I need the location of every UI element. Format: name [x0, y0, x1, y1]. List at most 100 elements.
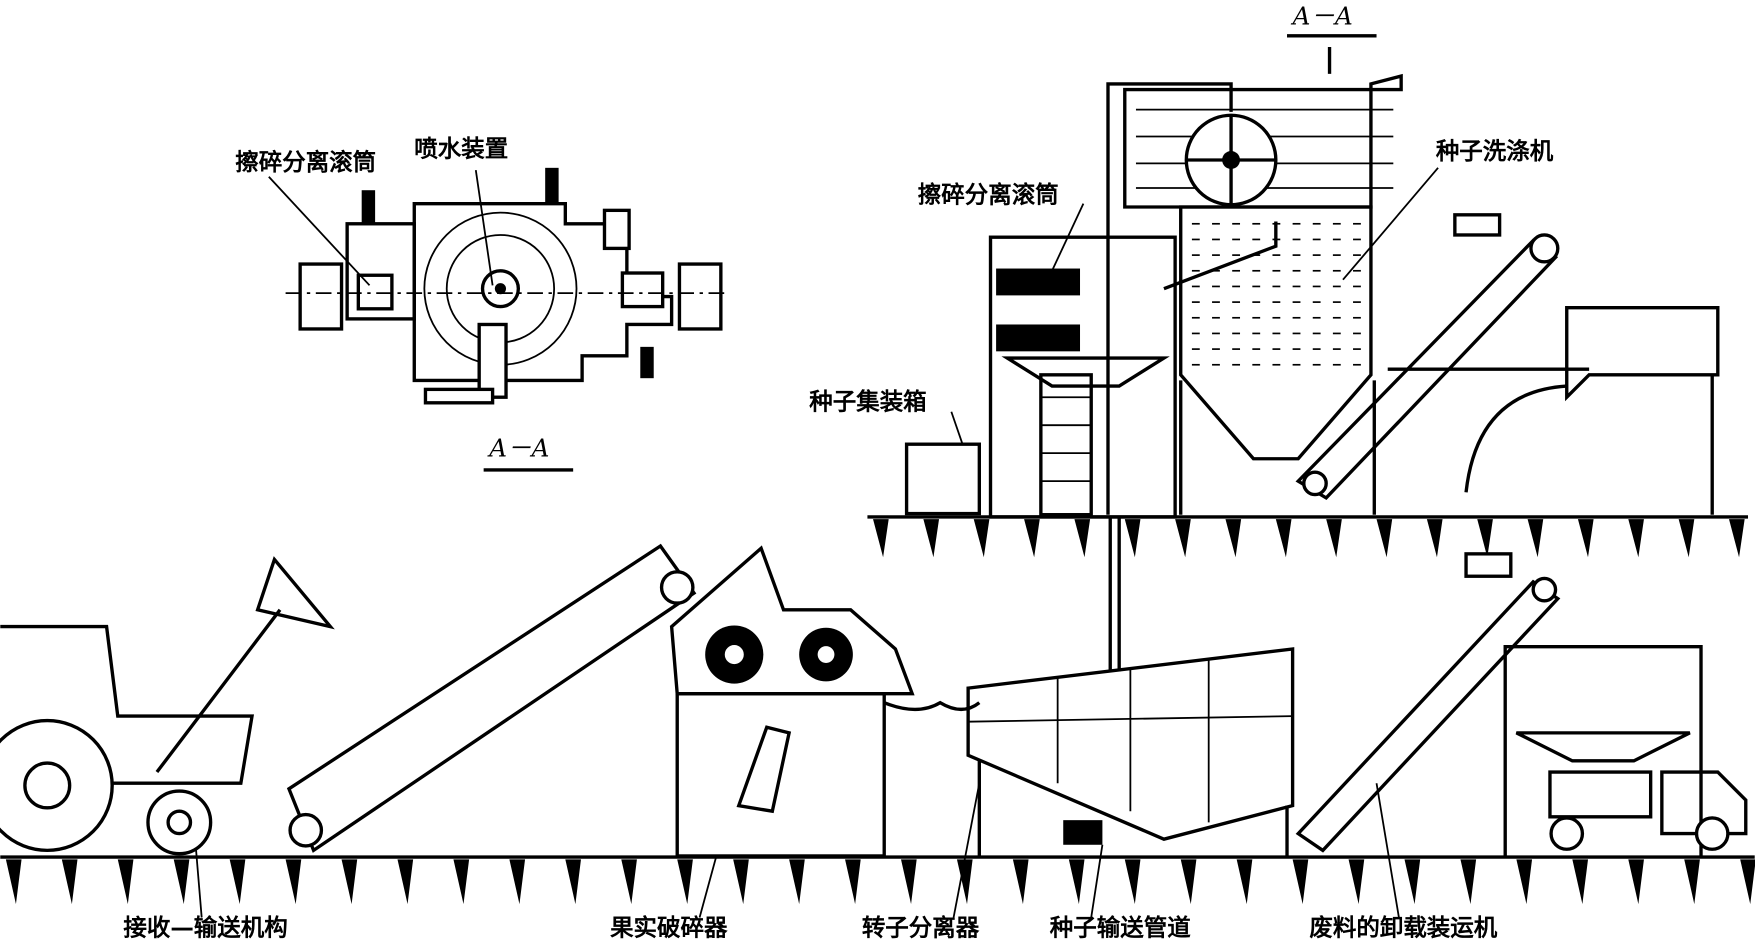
outlet-nozzle [423, 387, 495, 405]
left-pulley [298, 262, 344, 331]
right-pulley [677, 262, 723, 331]
waste-tank-pipe [1464, 384, 1567, 493]
water-dashes [1191, 222, 1361, 366]
upper-plant: A－A [809, 2, 1720, 519]
ground-hatch-mark [1225, 519, 1242, 558]
waste-bin-hopper [1515, 731, 1691, 763]
receiving-conveyor-tractor [0, 543, 697, 856]
spray-box [602, 208, 631, 251]
drum-hopper [1001, 356, 1170, 388]
label-upper-drum: 擦碎分离滚筒 [918, 181, 1059, 209]
ground-hatch-mark [845, 859, 861, 905]
ground-hatch-mark [1326, 519, 1342, 558]
ground-hatch-mark [1275, 519, 1292, 558]
tractor-body [0, 624, 255, 785]
drum-housing [412, 201, 674, 383]
washer-upper-casing [1123, 73, 1403, 209]
ground-hatch-mark [61, 859, 78, 905]
ground-hatch-mark [923, 519, 940, 558]
tractor-loader-arm [155, 556, 335, 774]
ground-hatch-mark [1376, 519, 1393, 558]
label-fruit-crusher: 果实破碎器 [610, 913, 728, 941]
ground-hatch-mark [5, 859, 22, 905]
seed-container-stack [1039, 373, 1093, 517]
ground-hatch-mark [1516, 859, 1533, 905]
ground-hatch-mark [1684, 859, 1700, 905]
ground-hatch-mark [1628, 519, 1644, 558]
bottom-bolt [640, 346, 654, 379]
ground-hatch-mark [621, 859, 637, 905]
ground-hatch-mark [1527, 519, 1544, 558]
label-waste-unloader: 废料的卸载装运机 [1309, 913, 1497, 941]
screw-feeder [883, 700, 981, 712]
label-seed-container: 种子集装箱 [809, 388, 926, 416]
ground-hatch-mark [1572, 859, 1589, 905]
waste-conveyor-motor [1464, 552, 1513, 578]
leader-washer [1342, 167, 1439, 281]
ground-hatch-mark [229, 859, 246, 905]
ground-hatch-mark [1074, 519, 1091, 558]
ground-hatch-mark [1024, 519, 1040, 558]
separator-drum [966, 647, 1295, 841]
top-bolt [545, 167, 559, 204]
ground-hatch-mark [173, 859, 190, 905]
waste-conveyor [1295, 579, 1561, 853]
ground-hatch-mark [1477, 519, 1493, 558]
ground-hatch-mark [973, 519, 990, 558]
inset-drum-section: 擦碎分离滚筒 喷水装置 A－A [235, 135, 728, 472]
ground-hatch-mark [733, 859, 749, 905]
label-inset-drum: 擦碎分离滚筒 [235, 148, 376, 176]
ground-hatch-mark [1068, 859, 1085, 905]
tractor-front-wheel [146, 789, 213, 856]
leader-upper-drum [1051, 203, 1085, 272]
separator-motor [1063, 820, 1103, 845]
ground-hatch-mark [397, 859, 414, 905]
drum-center [494, 283, 507, 295]
waste-bin-frame [1503, 645, 1703, 858]
waste-tank [1565, 306, 1720, 402]
washer-rotor-hub [1222, 151, 1241, 169]
washer-tank [1179, 205, 1373, 461]
drum-frame [988, 235, 1177, 519]
right-coupling [620, 271, 665, 309]
ground-hatch-mark [873, 519, 889, 558]
washer-water-pipe [1106, 82, 1233, 515]
rotor-separator [883, 516, 1295, 858]
drum-shaft [480, 269, 521, 309]
ground-hatch-mark [1348, 859, 1365, 905]
inclined-conveyor [286, 543, 697, 853]
lower-ground-hatching [5, 859, 1755, 905]
seed-container [904, 442, 981, 516]
ground-hatch-mark [1012, 859, 1029, 905]
inset-section-label: A－A [487, 434, 549, 463]
ground-hatch-mark [341, 859, 358, 905]
ground-hatch-mark [1175, 519, 1191, 558]
top-section-label: A－A [1291, 2, 1353, 31]
waste-truck [1548, 770, 1748, 836]
ground-hatch-mark [1292, 859, 1309, 905]
label-seed-washer: 种子洗涤机 [1436, 137, 1554, 165]
ground-hatch-mark [1124, 519, 1141, 558]
ground-hatch-mark [117, 859, 134, 905]
label-rotor-separator: 转子分离器 [862, 913, 980, 941]
label-spray-device: 喷水装置 [414, 135, 508, 163]
left-coupling [356, 273, 394, 311]
lower-ground [0, 855, 1755, 905]
outlet-pipe [477, 322, 508, 399]
washer-conveyor-motor [1453, 213, 1502, 237]
ground-hatch-mark [1460, 859, 1477, 905]
ground-hatch-mark [900, 859, 917, 905]
ground-hatch-mark [956, 859, 973, 905]
ground-hatch-mark [453, 859, 470, 905]
tractor-rear-wheel [0, 718, 114, 853]
ground-hatch-mark [1180, 859, 1197, 905]
drum-feed-chute [1163, 221, 1278, 291]
drum-upper-block [996, 268, 1081, 296]
upper-ground [867, 515, 1749, 558]
ground-hatch-mark [1404, 859, 1421, 905]
ground-hatch-mark [509, 859, 526, 905]
ground-hatch-mark [1728, 519, 1745, 558]
crusher-drive [736, 725, 792, 814]
ground-hatch-mark [1628, 859, 1644, 905]
